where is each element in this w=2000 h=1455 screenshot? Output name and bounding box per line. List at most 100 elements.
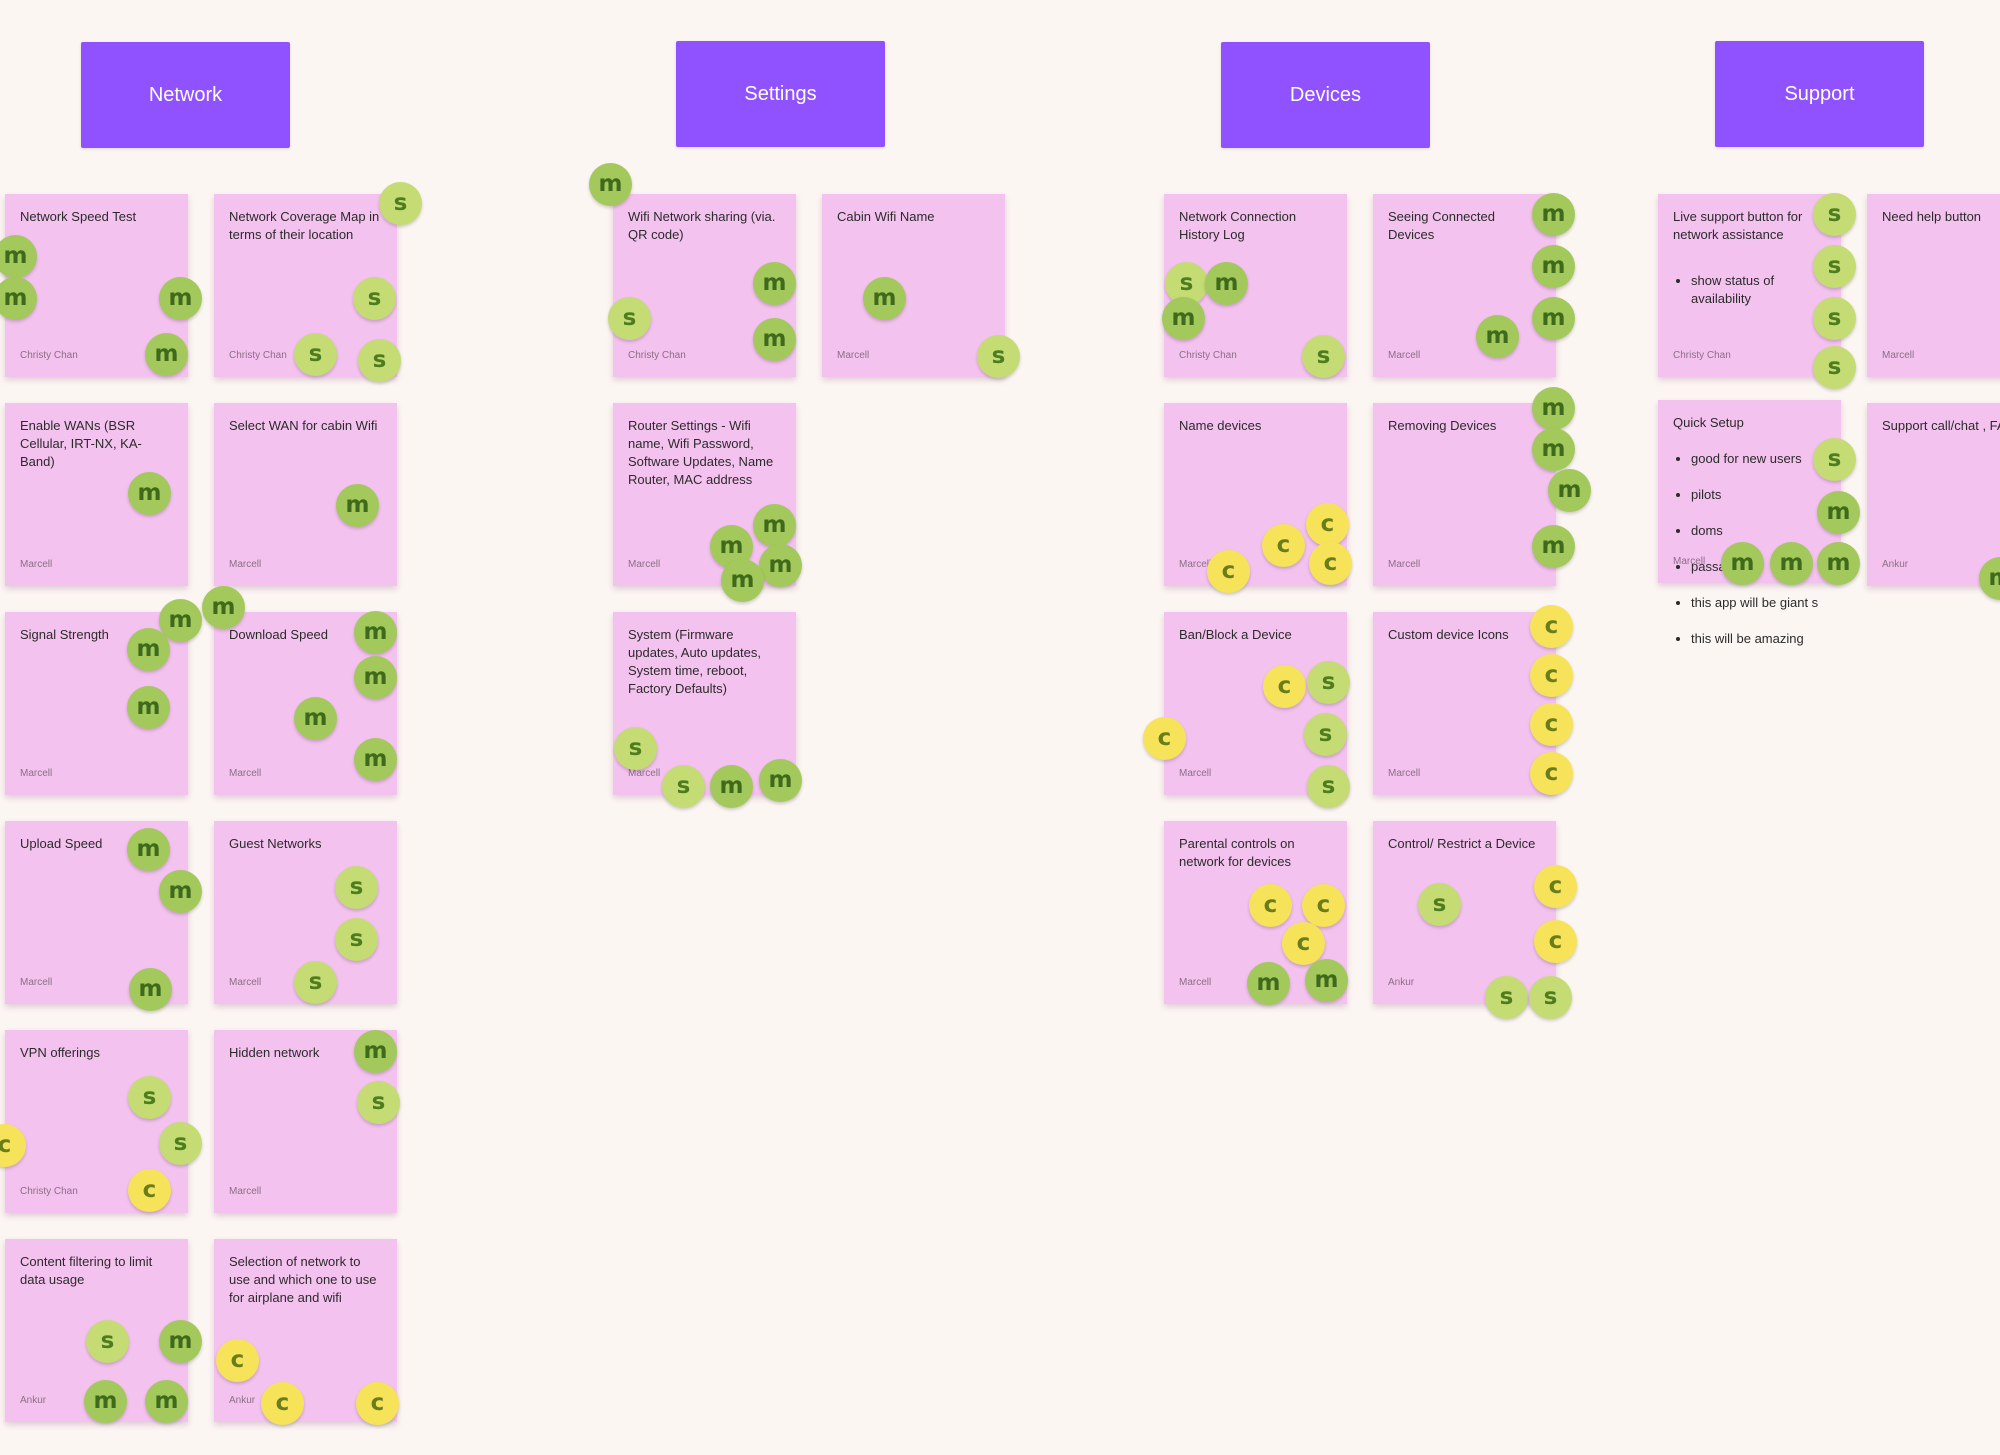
sticky-note[interactable]: Need help button Marcell — [1867, 194, 2000, 377]
vote-stamp-c[interactable]: c — [1530, 703, 1573, 746]
sticky-note[interactable]: Support call/chat , FA Ankur — [1867, 403, 2000, 586]
vote-stamp-s[interactable]: s — [128, 1076, 171, 1119]
vote-stamp-m[interactable]: m — [753, 262, 796, 305]
vote-stamp-m[interactable]: m — [1532, 525, 1575, 568]
vote-stamp-m[interactable]: m — [1770, 542, 1813, 585]
vote-stamp-s[interactable]: s — [1813, 438, 1856, 481]
vote-stamp-m[interactable]: m — [159, 277, 202, 320]
vote-stamp-c[interactable]: c — [1530, 752, 1573, 795]
vote-stamp-s[interactable]: s — [1307, 765, 1350, 808]
vote-stamp-s[interactable]: s — [1165, 262, 1208, 305]
vote-stamp-s[interactable]: s — [662, 765, 705, 808]
vote-stamp-s[interactable]: s — [1813, 346, 1856, 389]
vote-stamp-s[interactable]: s — [608, 297, 651, 340]
sticky-note[interactable]: Seeing Connected Devices Marcell — [1373, 194, 1556, 377]
vote-stamp-s[interactable]: s — [335, 866, 378, 909]
vote-stamp-c[interactable]: c — [261, 1382, 304, 1425]
vote-stamp-m[interactable]: m — [354, 611, 397, 654]
vote-stamp-s[interactable]: s — [1304, 713, 1347, 756]
vote-stamp-c[interactable]: c — [1306, 503, 1349, 546]
vote-stamp-m[interactable]: m — [159, 1320, 202, 1363]
vote-stamp-m[interactable]: m — [1532, 387, 1575, 430]
vote-stamp-m[interactable]: m — [0, 277, 37, 320]
vote-stamp-m[interactable]: m — [759, 759, 802, 802]
sticky-note[interactable]: Cabin Wifi Name Marcell — [822, 194, 1005, 377]
vote-stamp-m[interactable]: m — [1162, 297, 1205, 340]
vote-stamp-m[interactable]: m — [145, 1380, 188, 1423]
sticky-note[interactable]: Selection of network to use and which on… — [214, 1239, 397, 1422]
vote-stamp-s[interactable]: s — [335, 918, 378, 961]
vote-stamp-m[interactable]: m — [159, 599, 202, 642]
header-devices[interactable]: Devices — [1221, 42, 1430, 148]
vote-stamp-m[interactable]: m — [127, 628, 170, 671]
header-support[interactable]: Support — [1715, 41, 1924, 147]
vote-stamp-s[interactable]: s — [977, 335, 1020, 378]
vote-stamp-s[interactable]: s — [1418, 883, 1461, 926]
vote-stamp-m[interactable]: m — [753, 504, 796, 547]
vote-stamp-m[interactable]: m — [354, 738, 397, 781]
vote-stamp-s[interactable]: s — [1813, 245, 1856, 288]
sticky-note[interactable]: Network Speed Test Christy Chan — [5, 194, 188, 377]
vote-stamp-c[interactable]: c — [1207, 550, 1250, 593]
vote-stamp-s[interactable]: s — [1529, 976, 1572, 1019]
vote-stamp-s[interactable]: s — [1813, 193, 1856, 236]
vote-stamp-s[interactable]: s — [294, 333, 337, 376]
vote-stamp-m[interactable]: m — [710, 765, 753, 808]
vote-stamp-m[interactable]: m — [0, 235, 37, 278]
vote-stamp-s[interactable]: s — [1307, 661, 1350, 704]
vote-stamp-m[interactable]: m — [354, 656, 397, 699]
sticky-note[interactable]: Removing Devices Marcell — [1373, 403, 1556, 586]
vote-stamp-m[interactable]: m — [145, 333, 188, 376]
vote-stamp-m[interactable]: m — [127, 828, 170, 871]
vote-stamp-m[interactable]: m — [1817, 542, 1860, 585]
vote-stamp-c[interactable]: c — [1309, 542, 1352, 585]
vote-stamp-c[interactable]: c — [1530, 605, 1573, 648]
vote-stamp-c[interactable]: c — [1262, 524, 1305, 567]
vote-stamp-m[interactable]: m — [159, 870, 202, 913]
vote-stamp-m[interactable]: m — [1548, 469, 1591, 512]
vote-stamp-s[interactable]: s — [1813, 297, 1856, 340]
vote-stamp-m[interactable]: m — [1817, 491, 1860, 534]
vote-stamp-m[interactable]: m — [1476, 315, 1519, 358]
vote-stamp-s[interactable]: s — [86, 1320, 129, 1363]
vote-stamp-m[interactable]: m — [863, 277, 906, 320]
vote-stamp-m[interactable]: m — [294, 697, 337, 740]
vote-stamp-s[interactable]: s — [1485, 976, 1528, 1019]
vote-stamp-s[interactable]: s — [294, 961, 337, 1004]
vote-stamp-c[interactable]: c — [1249, 884, 1292, 927]
vote-stamp-s[interactable]: s — [357, 1081, 400, 1124]
vote-stamp-s[interactable]: s — [159, 1122, 202, 1165]
vote-stamp-s[interactable]: s — [358, 339, 401, 382]
vote-stamp-m[interactable]: m — [129, 968, 172, 1011]
vote-stamp-c[interactable]: c — [1534, 865, 1577, 908]
vote-stamp-m[interactable]: m — [202, 586, 245, 629]
vote-stamp-c[interactable]: c — [356, 1382, 399, 1425]
vote-stamp-m[interactable]: m — [589, 163, 632, 206]
vote-stamp-m[interactable]: m — [1532, 428, 1575, 471]
vote-stamp-m[interactable]: m — [128, 472, 171, 515]
vote-stamp-m[interactable]: m — [1205, 262, 1248, 305]
vote-stamp-m[interactable]: m — [336, 484, 379, 527]
vote-stamp-c[interactable]: c — [216, 1339, 259, 1382]
vote-stamp-c[interactable]: c — [1530, 654, 1573, 697]
vote-stamp-s[interactable]: s — [353, 277, 396, 320]
sticky-note[interactable]: Live support button for network assistan… — [1658, 194, 1841, 377]
vote-stamp-m[interactable]: m — [1305, 959, 1348, 1002]
vote-stamp-c[interactable]: c — [1282, 922, 1325, 965]
vote-stamp-s[interactable]: s — [1302, 335, 1345, 378]
vote-stamp-c[interactable]: c — [1143, 717, 1186, 760]
vote-stamp-m[interactable]: m — [721, 559, 764, 602]
header-settings[interactable]: Settings — [676, 41, 885, 147]
vote-stamp-m[interactable]: m — [759, 544, 802, 587]
vote-stamp-m[interactable]: m — [354, 1030, 397, 1073]
vote-stamp-m[interactable]: m — [127, 686, 170, 729]
vote-stamp-m[interactable]: m — [1532, 193, 1575, 236]
header-network[interactable]: Network — [81, 42, 290, 148]
sticky-note[interactable]: Custom device Icons Marcell — [1373, 612, 1556, 795]
vote-stamp-s[interactable]: s — [614, 727, 657, 770]
vote-stamp-c[interactable]: c — [128, 1169, 171, 1212]
vote-stamp-m[interactable]: m — [84, 1380, 127, 1423]
sticky-note[interactable]: Ban/Block a Device Marcell — [1164, 612, 1347, 795]
vote-stamp-s[interactable]: s — [379, 182, 422, 225]
